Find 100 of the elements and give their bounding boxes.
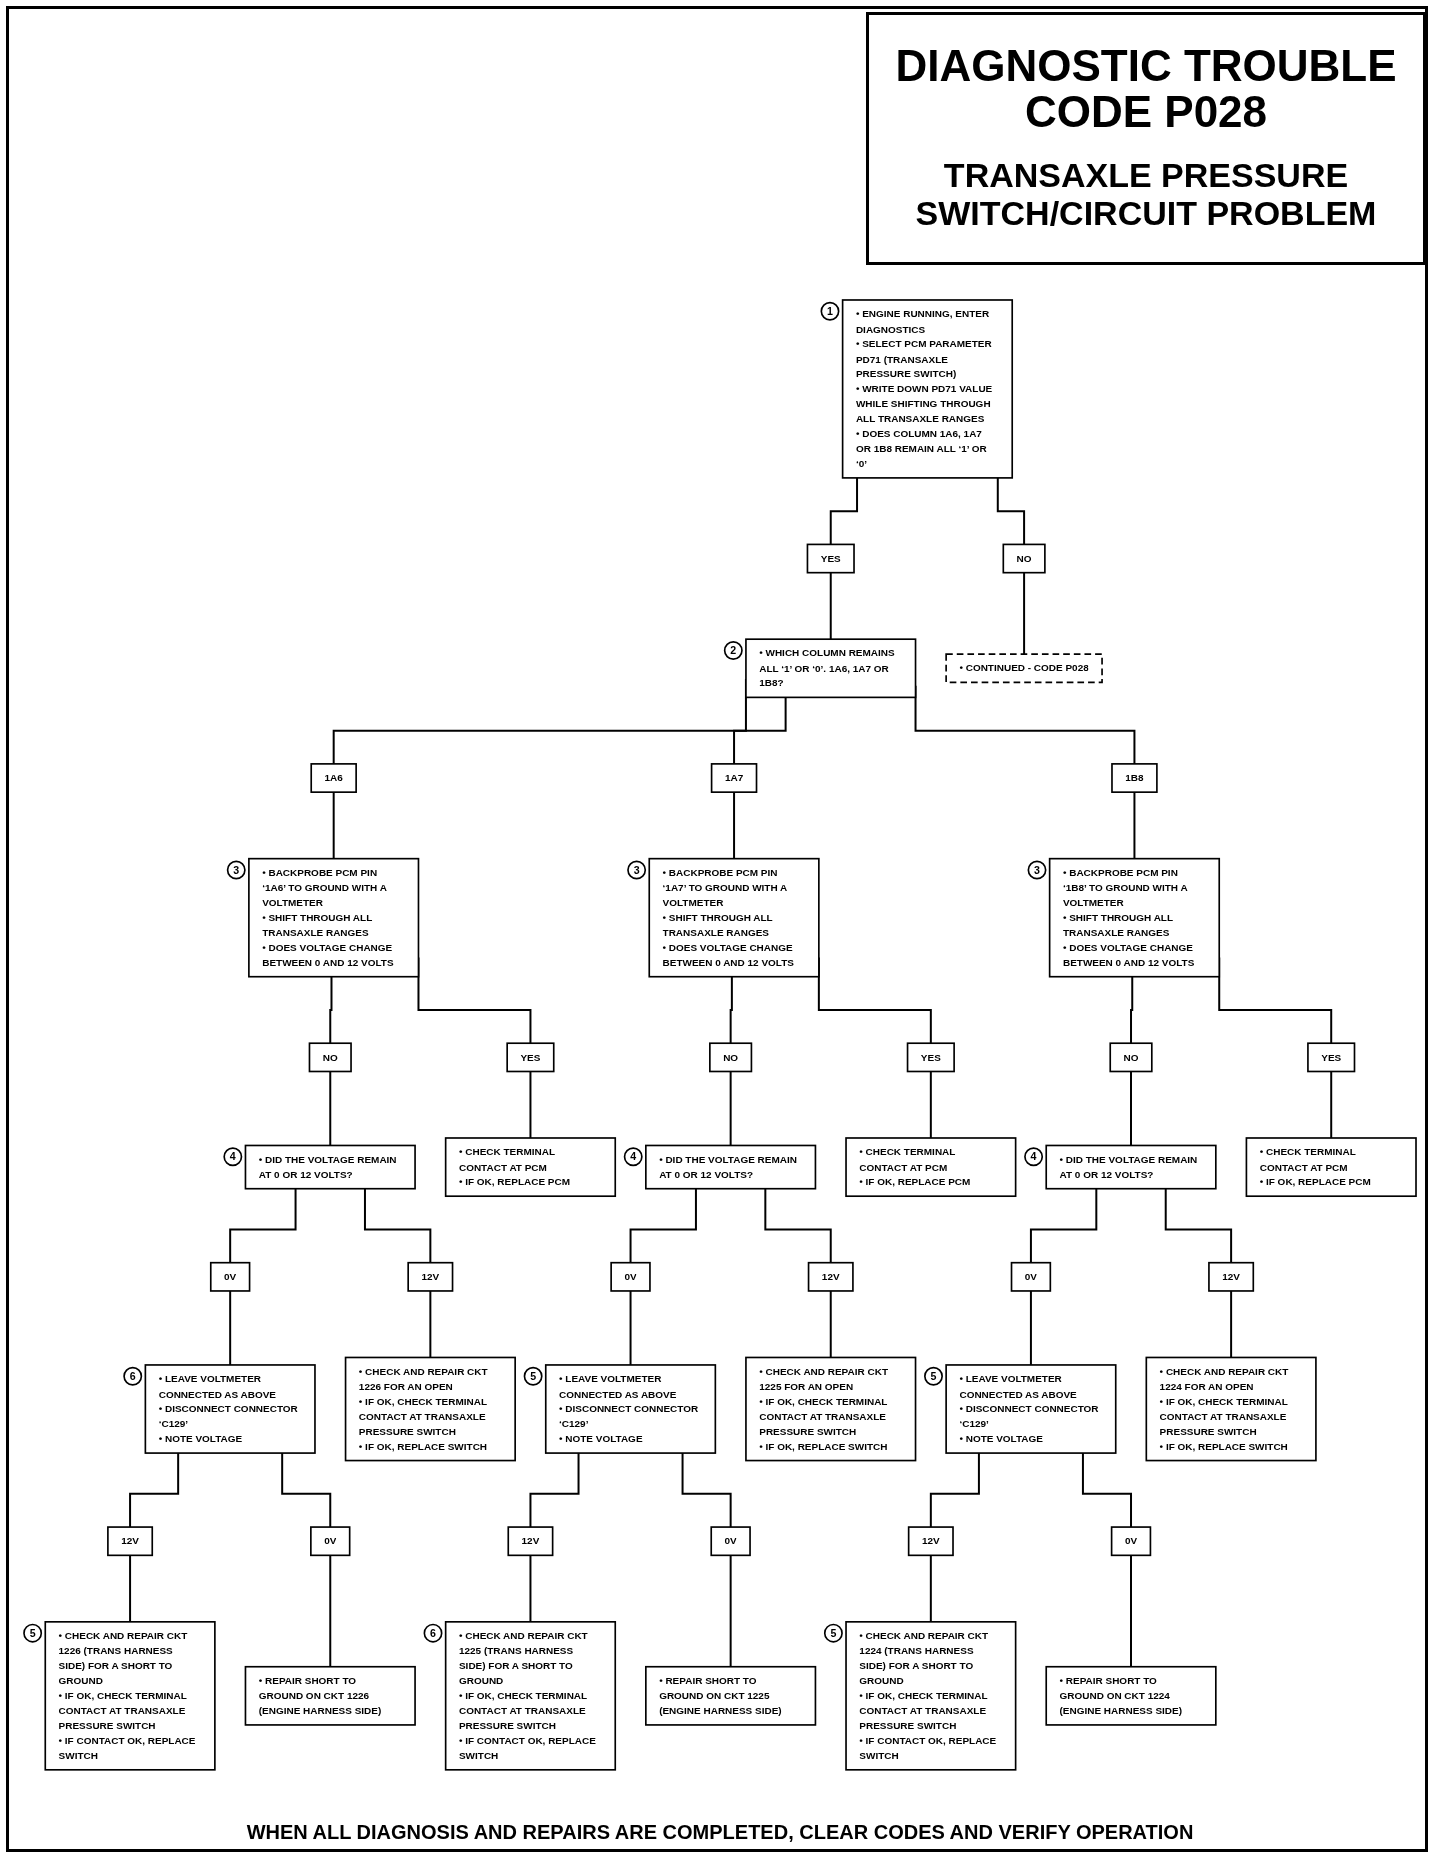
node-box: • LEAVE VOLTMETER CONNECTED AS ABOVE • DISCONNECT CONNECTOR ‘C129’ • NOTE VOLTAGE: [544, 1364, 717, 1454]
node-box: • BACKPROBE PCM PIN ‘1A6’ TO GROUND WITH A VOLTMETER • SHIFT THROUGH ALL TRANSAXLE RANGES • DOES VOLTAGE CHANGE BETWEEN 0 AND 12 VOLTS: [248, 857, 420, 978]
node-box: NO: [1109, 1042, 1153, 1073]
connector: [929, 1452, 980, 1529]
node-box: • DID THE VOLTAGE REMAIN AT 0 OR 12 VOLTS?: [645, 1144, 817, 1190]
connector: [129, 1452, 180, 1529]
connector: [1230, 1289, 1233, 1359]
node-box: 1A6: [310, 763, 357, 793]
step-number: 4: [223, 1147, 243, 1167]
node-box: 0V: [209, 1261, 251, 1292]
node-box: • CHECK AND REPAIR CKT 1224 FOR AN OPEN • IF OK, CHECK TERMINAL CONTACT AT TRANSAXLE PRESSURE SWITCH • IF OK, REPLACE SWITCH: [1145, 1356, 1317, 1462]
node-box: YES: [506, 1042, 555, 1073]
connector: [929, 1070, 932, 1139]
connector: [529, 1070, 532, 1139]
connector: [929, 1554, 932, 1623]
node-box: 12V: [807, 1261, 854, 1292]
connector: [529, 1452, 580, 1529]
node-box: • CHECK AND REPAIR CKT 1225 FOR AN OPEN • IF OK, CHECK TERMINAL CONTACT AT TRANSAXLE PRESSURE SWITCH • IF OK, REPLACE SWITCH: [745, 1356, 917, 1462]
connector: [1029, 1289, 1032, 1366]
node-box: • CHECK AND REPAIR CKT 1224 (TRANS HARNESS SIDE) FOR A SHORT TO GROUND • IF OK, CHECK TERMINAL CONTACT AT TRANSAXLE PRESSURE SWITCH • IF CONTACT OK, REPLACE SWITCH: [845, 1621, 1017, 1771]
connector: [629, 1289, 632, 1366]
connector: [332, 791, 335, 860]
connector: [329, 1554, 332, 1668]
step-number: 5: [23, 1623, 43, 1643]
connector: [733, 791, 736, 860]
step-number: 4: [623, 1147, 643, 1167]
node-box: 12V: [107, 1526, 154, 1557]
connector: [1081, 1452, 1132, 1529]
node-box: 0V: [610, 1261, 651, 1292]
connector: [329, 1070, 332, 1147]
connector: [1029, 1187, 1098, 1264]
step-number: 4: [1024, 1147, 1044, 1167]
step-number: 5: [523, 1366, 543, 1386]
node-box: NO: [1002, 543, 1046, 574]
node-box: 12V: [907, 1526, 954, 1557]
connector: [829, 571, 832, 641]
node-box: • CHECK AND REPAIR CKT 1225 (TRANS HARNESS SIDE) FOR A SHORT TO GROUND • IF OK, CHECK TERMINAL CONTACT AT TRANSAXLE PRESSURE SWITCH • IF CONTACT OK, REPLACE SWITCH: [444, 1621, 617, 1771]
connector: [1130, 1554, 1132, 1668]
connector: [733, 696, 787, 765]
node-box: • BACKPROBE PCM PIN ‘1B8’ TO GROUND WITH A VOLTMETER • SHIFT THROUGH ALL TRANSAXLE RANGES • DOES VOLTAGE CHANGE BETWEEN 0 AND 12 VOLTS: [1048, 857, 1221, 978]
step-number: 1: [820, 301, 840, 321]
node-box: 0V: [310, 1526, 351, 1557]
node-box: 12V: [1208, 1261, 1255, 1292]
connector: [429, 1289, 432, 1359]
node-box: 1B8: [1111, 763, 1158, 793]
node-box: • ENGINE RUNNING, ENTER DIAGNOSTICS • SELECT PCM PARAMETER PD71 (TRANSAXLE PRESSURE SWITCH) • WRITE DOWN PD71 VALUE WHILE SHIFTING THROUGH ALL TRANSAXLE RANGES • DOES COLUMN 1A6, 1A7 OR 1B8 REMAIN ALL ‘1’ OR ‘0’: [841, 299, 1014, 479]
node-box: 0V: [1010, 1261, 1052, 1292]
diagram-subtitle: TRANSAXLE PRESSURE SWITCH/CIRCUIT PROBLEM: [914, 157, 1378, 233]
connector: [363, 1187, 432, 1264]
node-box: YES: [1307, 1042, 1356, 1073]
node-box: • CHECK TERMINAL CONTACT AT PCM • IF OK, REPLACE PCM: [444, 1137, 617, 1197]
footer-note: WHEN ALL DIAGNOSIS AND REPAIRS ARE COMPLETED, CLEAR CODES AND VERIFY OPERATION: [246, 1821, 1194, 1843]
connector: [681, 1452, 732, 1529]
connector: [1133, 791, 1136, 860]
node-box: 12V: [507, 1526, 554, 1557]
node-box: 0V: [710, 1526, 751, 1557]
connector: [829, 1289, 832, 1359]
connector: [1330, 1070, 1333, 1139]
node-box: • LEAVE VOLTMETER CONNECTED AS ABOVE • DISCONNECT CONNECTOR ‘C129’ • NOTE VOLTAGE: [945, 1364, 1117, 1454]
node-box: • REPAIR SHORT TO GROUND ON CKT 1225 (ENGINE HARNESS SIDE): [645, 1665, 817, 1726]
connector: [1023, 571, 1026, 656]
step-number: 2: [723, 641, 743, 660]
connector: [829, 476, 859, 546]
connector: [629, 1187, 697, 1264]
node-box: • CHECK TERMINAL CONTACT AT PCM • IF OK, REPLACE PCM: [1245, 1137, 1417, 1197]
node-box: NO: [709, 1042, 753, 1073]
diagram-title: DIAGNOSTIC TROUBLE CODE P028: [894, 43, 1398, 136]
connector: [129, 1554, 132, 1623]
connector: [729, 975, 733, 1045]
node-box: YES: [906, 1042, 955, 1073]
node-box: • DID THE VOLTAGE REMAIN AT 0 OR 12 VOLTS?: [1045, 1144, 1217, 1190]
node-box: • WHICH COLUMN REMAINS ALL ‘1’ OR ‘0’. 1A6, 1A7 OR 1B8?: [745, 638, 917, 699]
step-number: 5: [823, 1623, 843, 1643]
connector: [729, 1554, 732, 1668]
connector: [729, 1070, 732, 1147]
connector: [281, 1452, 332, 1529]
node-box: 12V: [407, 1261, 454, 1292]
node-box: • CHECK AND REPAIR CKT 1226 (TRANS HARNESS SIDE) FOR A SHORT TO GROUND • IF OK, CHECK TERMINAL CONTACT AT TRANSAXLE PRESSURE SWITCH • IF CONTACT OK, REPLACE SWITCH: [44, 1621, 216, 1771]
node-box: • REPAIR SHORT TO GROUND ON CKT 1224 (ENGINE HARNESS SIDE): [1045, 1665, 1217, 1726]
node-box: • CHECK AND REPAIR CKT 1226 FOR AN OPEN • IF OK, CHECK TERMINAL CONTACT AT TRANSAXLE PRESSURE SWITCH • IF OK, REPLACE SWITCH: [344, 1356, 516, 1462]
connector: [996, 476, 1026, 546]
node-box: • CONTINUED - CODE P028: [945, 653, 1103, 684]
step-number: 3: [226, 860, 246, 880]
step-number: 3: [1027, 860, 1047, 880]
node-box: • CHECK TERMINAL CONTACT AT PCM • IF OK, REPLACE PCM: [845, 1137, 1017, 1197]
connector: [329, 975, 333, 1045]
node-box: 1A7: [710, 763, 758, 793]
node-box: NO: [308, 1042, 352, 1073]
node-box: YES: [806, 543, 855, 574]
step-number: 6: [423, 1623, 443, 1643]
step-number: 3: [627, 860, 647, 880]
step-number: 6: [123, 1366, 143, 1386]
connector: [1130, 1070, 1132, 1147]
node-box: 0V: [1110, 1526, 1152, 1557]
connector: [529, 1554, 532, 1623]
node-box: • LEAVE VOLTMETER CONNECTED AS ABOVE • DISCONNECT CONNECTOR ‘C129’ • NOTE VOLTAGE: [144, 1364, 316, 1454]
connector: [229, 1187, 297, 1264]
node-box: • DID THE VOLTAGE REMAIN AT 0 OR 12 VOLTS?: [244, 1144, 416, 1190]
node-box: • REPAIR SHORT TO GROUND ON CKT 1226 (ENGINE HARNESS SIDE): [244, 1665, 416, 1726]
connector: [1130, 975, 1134, 1045]
